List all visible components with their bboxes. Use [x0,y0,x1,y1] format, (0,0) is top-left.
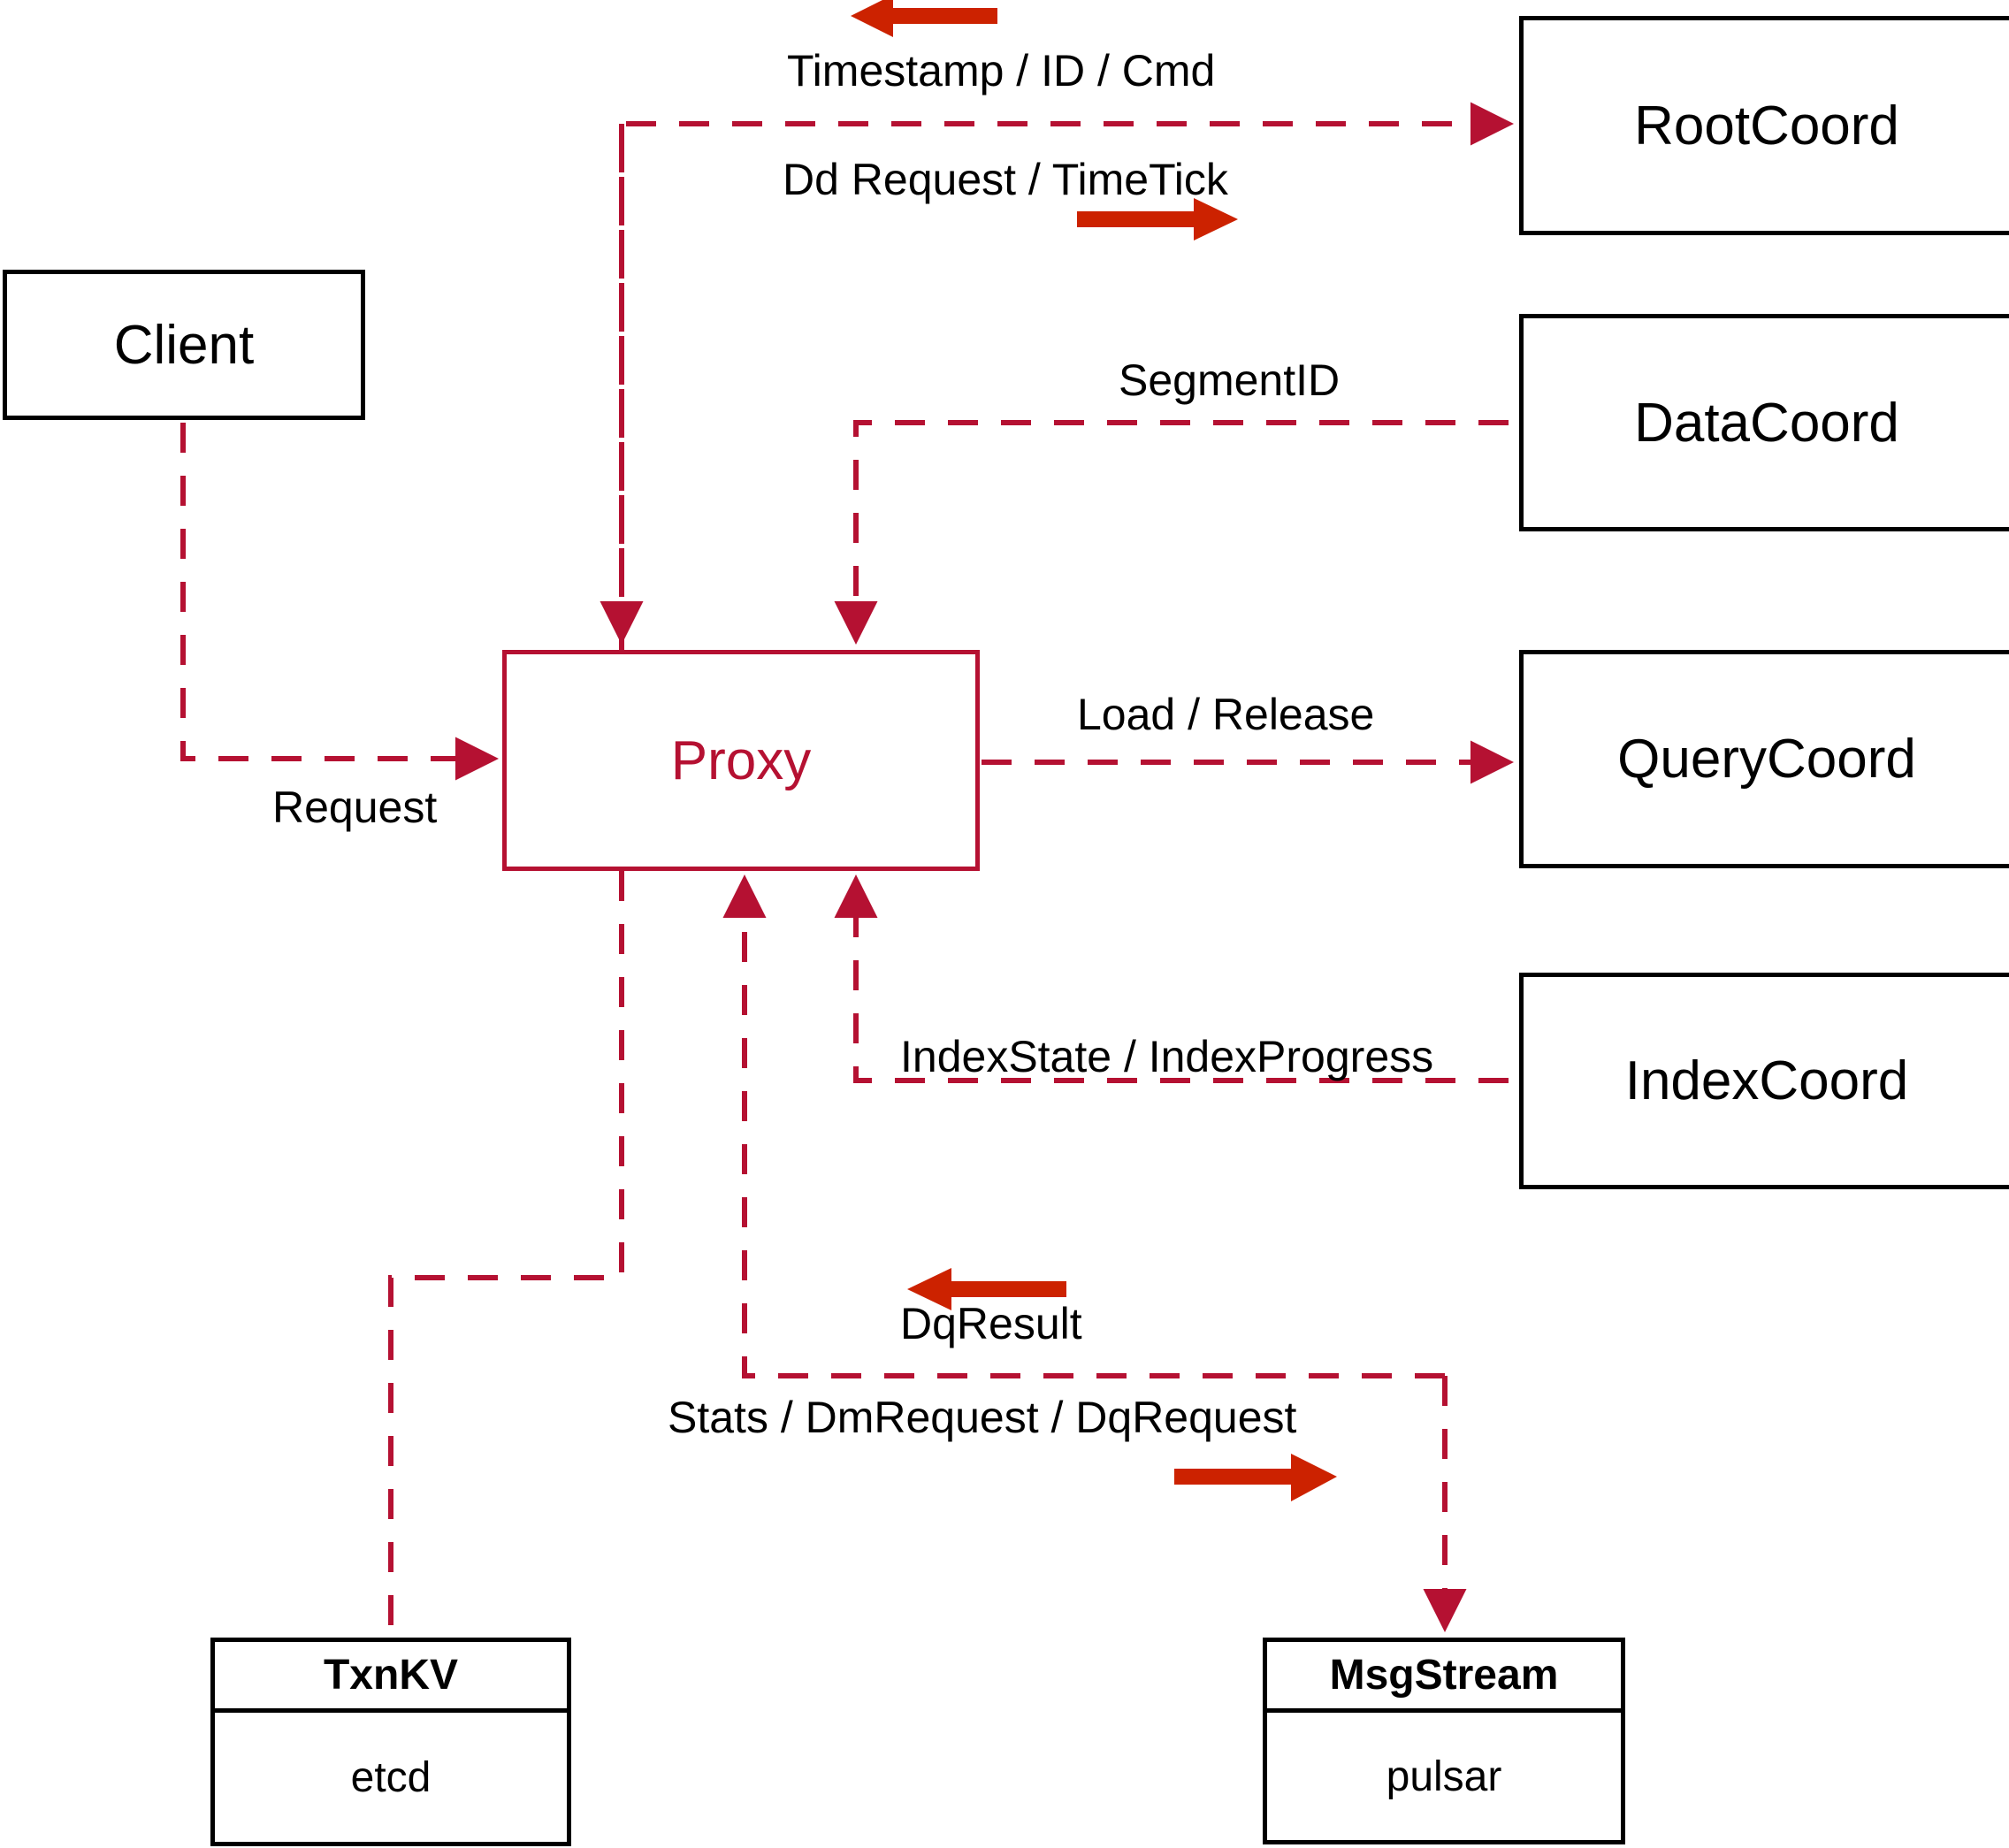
edge-label-dqresult: DqResult [900,1299,1082,1348]
node-querycoord-label: QueryCoord [1617,729,1916,790]
node-client[interactable]: Client [3,270,365,420]
node-txnkv-impl-label: etcd [350,1753,432,1801]
edge-dd-request-timetick-path [619,102,1515,650]
edge-label-request: Request [272,783,438,832]
node-msgstream[interactable]: MsgStream pulsar [1263,1638,1625,1844]
node-indexcoord-label: IndexCoord [1624,1050,1909,1111]
direction-arrow-timestamp-left [851,0,997,37]
node-txnkv-label: TxnKV [323,1652,458,1699]
node-msgstream-header: MsgStream [1267,1642,1621,1713]
node-proxy-label: Proxy [670,729,812,791]
edge-dqresult-path [722,874,1445,1378]
node-rootcoord-label: RootCoord [1634,95,1899,157]
node-datacoord-label: DataCoord [1634,392,1899,454]
direction-arrow-dqrequest-right [1174,1454,1337,1501]
node-txnkv-header: TxnKV [215,1642,567,1713]
node-txnkv-impl: etcd [215,1713,567,1842]
edge-segmentid-path [834,420,1509,645]
node-querycoord[interactable]: QueryCoord [1519,650,2009,868]
node-proxy[interactable]: Proxy [502,650,980,871]
node-msgstream-impl: pulsar [1267,1713,1621,1840]
edge-label-timestamp-id-cmd: Timestamp / ID / Cmd [787,46,1216,95]
node-datacoord[interactable]: DataCoord [1519,314,2009,531]
edge-label-stats-dmrequest-dqrequest: Stats / DmRequest / DqRequest [668,1393,1297,1442]
edge-label-segmentid: SegmentID [1119,355,1341,405]
node-msgstream-impl-label: pulsar [1386,1753,1502,1800]
direction-arrow-ddrequest-right [1077,198,1238,241]
direction-arrow-dqresult-left [907,1268,1066,1310]
edge-indexstate-indexprogress-path [834,874,1509,1083]
edge-label-indexstate-indexprogress: IndexState / IndexProgress [900,1032,1434,1081]
node-rootcoord[interactable]: RootCoord [1519,16,2009,235]
node-indexcoord[interactable]: IndexCoord [1519,973,2009,1189]
edge-label-dd-request-timetick: Dd Request / TimeTick [783,155,1228,204]
edge-proxy-txnkv-path [388,871,624,1638]
edge-request-path [180,423,500,781]
edge-label-load-release: Load / Release [1077,690,1375,739]
node-client-label: Client [113,314,255,376]
node-msgstream-label: MsgStream [1329,1652,1559,1699]
node-txnkv[interactable]: TxnKV etcd [210,1638,571,1846]
